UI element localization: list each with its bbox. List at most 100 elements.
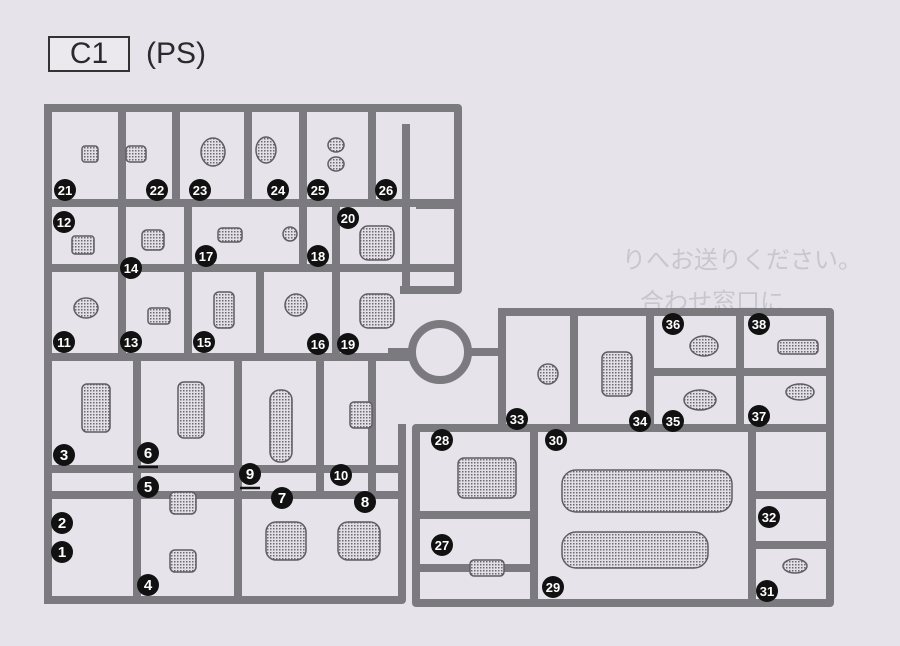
part-number-10: 10	[330, 464, 352, 486]
part-number-badge	[307, 333, 329, 355]
part-number-label: 29	[546, 580, 560, 595]
part-number-24: 24	[267, 179, 289, 201]
part-number-label: 35	[666, 414, 680, 429]
part-number-23: 23	[189, 179, 211, 201]
part-number-21: 21	[54, 179, 76, 201]
part-number-label: 12	[57, 215, 71, 230]
part-number-badge	[189, 179, 211, 201]
part-number-19: 19	[337, 333, 359, 355]
part-number-4: 4	[137, 574, 159, 596]
part-number-label: 8	[361, 494, 369, 511]
part-number-28: 28	[431, 429, 453, 451]
part-number-badge	[137, 442, 159, 464]
part-number-1: 1	[51, 541, 73, 563]
part-number-26: 26	[375, 179, 397, 201]
part-number-badge	[337, 207, 359, 229]
part-number-22: 22	[146, 179, 168, 201]
part-number-badge	[662, 410, 684, 432]
part-number-11: 11	[53, 331, 75, 353]
part-number-label: 28	[435, 433, 449, 448]
part-number-label: 5	[144, 479, 152, 496]
part-number-12: 12	[53, 211, 75, 233]
part-number-label: 37	[752, 409, 766, 424]
part-number-badge	[307, 245, 329, 267]
part-number-badge	[662, 313, 684, 335]
part-number-label: 33	[510, 412, 524, 427]
part-number-36: 36	[662, 313, 684, 335]
part-number-badge	[330, 464, 352, 486]
part-number-badge	[195, 245, 217, 267]
part-number-badge	[271, 487, 293, 509]
part-number-18: 18	[307, 245, 329, 267]
part-number-badge	[120, 331, 142, 353]
part-number-badge	[239, 463, 261, 485]
part-number-badge	[267, 179, 289, 201]
part-number-label: 18	[311, 249, 325, 264]
part-number-30: 30	[545, 429, 567, 451]
part-number-badge	[307, 179, 329, 201]
part-number-badge	[54, 179, 76, 201]
part-number-2: 2	[51, 512, 73, 534]
part-number-label: 31	[760, 584, 774, 599]
part-number-35: 35	[662, 410, 684, 432]
part-number-badge	[120, 257, 142, 279]
part-number-badge	[431, 429, 453, 451]
part-number-label: 15	[197, 335, 211, 350]
part-number-badge	[53, 331, 75, 353]
part-number-badge	[542, 576, 564, 598]
part-number-27: 27	[431, 534, 453, 556]
part-number-badge	[193, 331, 215, 353]
part-number-32: 32	[758, 506, 780, 528]
part-number-label: 27	[435, 538, 449, 553]
part-number-badge	[375, 179, 397, 201]
part-number-label: 2	[58, 515, 66, 532]
runner-sub-label: (PS)	[146, 37, 206, 70]
part-number-label: 21	[58, 183, 72, 198]
part-number-label: 1	[58, 544, 66, 561]
part-number-badge	[146, 179, 168, 201]
part-number-label: 4	[144, 577, 153, 594]
part-number-badge	[53, 444, 75, 466]
part-number-label: 20	[341, 211, 355, 226]
part-number-5: 5	[137, 476, 159, 498]
part-number-3: 3	[53, 444, 75, 466]
part-number-6: 6	[137, 442, 159, 469]
part-number-13: 13	[120, 331, 142, 353]
part-number-29: 29	[542, 576, 564, 598]
part-number-label: 25	[311, 183, 325, 198]
part-number-label: 7	[278, 490, 286, 507]
part-number-badge	[53, 211, 75, 233]
part-number-badge	[137, 574, 159, 596]
part-number-14: 14	[120, 257, 142, 279]
part-number-badge	[758, 506, 780, 528]
part-number-37: 37	[748, 405, 770, 427]
part-number-badge	[337, 333, 359, 355]
part-number-9: 9	[239, 463, 261, 490]
part-number-badge	[748, 313, 770, 335]
part-number-label: 36	[666, 317, 680, 332]
part-number-label: 9	[246, 466, 254, 483]
part-number-34: 34	[629, 410, 651, 432]
part-number-17: 17	[195, 245, 217, 267]
part-number-31: 31	[756, 580, 778, 602]
runner-frame	[44, 104, 834, 607]
part-number-label: 10	[334, 468, 348, 483]
part-number-15: 15	[193, 331, 215, 353]
part-number-label: 14	[124, 261, 139, 276]
part-number-25: 25	[307, 179, 329, 201]
parts-shapes	[71, 136, 819, 577]
part-number-badge	[354, 491, 376, 513]
part-number-label: 16	[311, 337, 325, 352]
part-number-label: 22	[150, 183, 164, 198]
part-number-20: 20	[337, 207, 359, 229]
part-number-label: 23	[193, 183, 207, 198]
part-number-badge	[431, 534, 453, 556]
part-number-badge	[629, 410, 651, 432]
part-number-label: 17	[199, 249, 213, 264]
part-number-badge	[748, 405, 770, 427]
part-number-label: 24	[271, 183, 286, 198]
part-number-label: 34	[633, 414, 648, 429]
runner-label: C1	[48, 36, 130, 72]
part-number-label: 38	[752, 317, 766, 332]
part-number-label: 3	[60, 447, 68, 464]
